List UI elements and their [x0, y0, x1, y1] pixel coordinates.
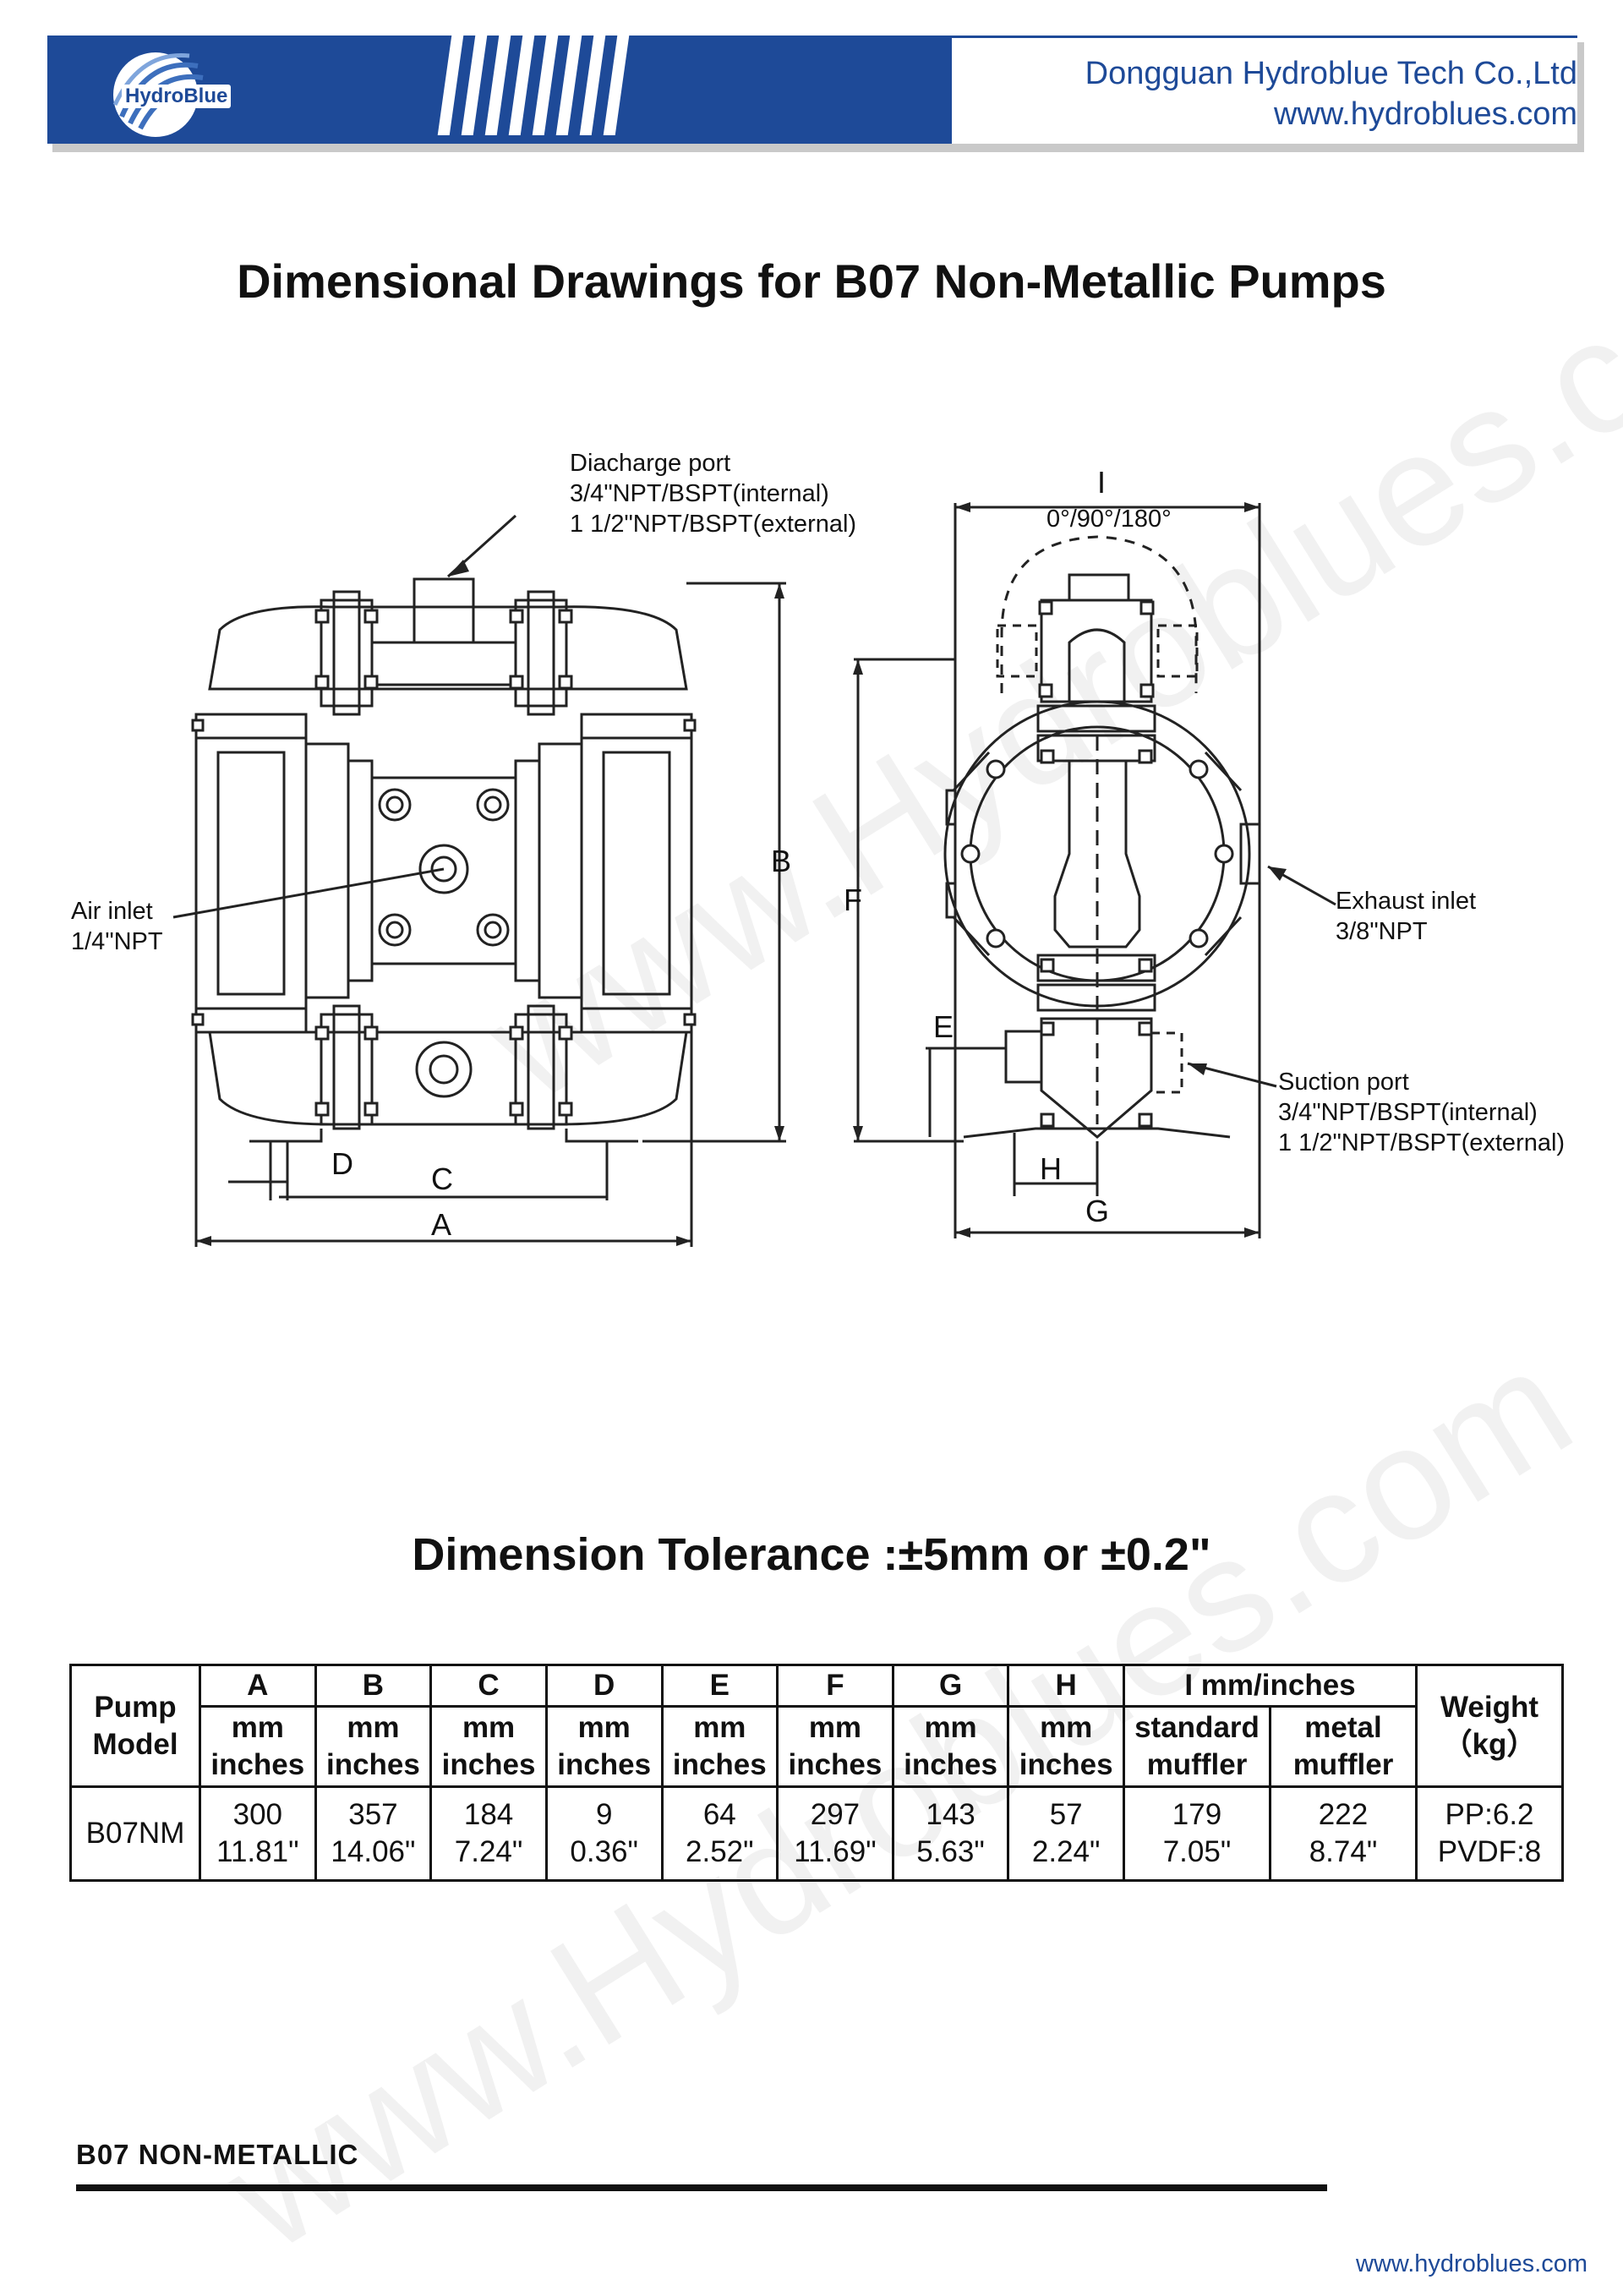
rotation-label: 0°/90°/180°: [1046, 506, 1172, 533]
dim-label-a: A: [431, 1207, 452, 1242]
dim-label-h: H: [1040, 1151, 1062, 1186]
col-header-i: I mm/inches: [1123, 1664, 1418, 1708]
discharge-port-label: Diacharge port 3/4"NPT/BSPT(internal) 1 …: [570, 450, 857, 538]
dim-label-g: G: [1085, 1194, 1110, 1228]
logo-text: HydroBlue: [122, 85, 232, 108]
footer-rule: [76, 2184, 1327, 2191]
model-cell: B07NM: [69, 1785, 201, 1882]
company-info: Dongguan Hydroblue Tech Co.,Ltd www.hydr…: [969, 53, 1577, 134]
dim-label-d: D: [331, 1146, 353, 1181]
footer-url[interactable]: www.hydroblues.com: [1356, 2250, 1587, 2277]
banner-blue-panel: HydroBlue: [47, 36, 952, 144]
col-header-g: G: [891, 1664, 1010, 1708]
dimensional-drawing: [172, 502, 1336, 1247]
exhaust-inlet-label: Exhaust inlet 3/8"NPT: [1336, 888, 1477, 945]
footer-label: B07 NON-METALLIC: [76, 2139, 359, 2170]
dim-label-e: E: [933, 1009, 954, 1044]
dim-label-b: B: [771, 844, 792, 878]
col-header-h: H: [1007, 1664, 1125, 1708]
weight-header: Weight（kg）: [1415, 1664, 1564, 1788]
dim-label-i: I: [1097, 465, 1107, 500]
col-header-a: A: [199, 1664, 317, 1708]
col-header-b: B: [314, 1664, 433, 1708]
dim-label-f: F: [844, 883, 862, 917]
header-banner: HydroBlue Dongguan Hydroblue Tech Co.,Lt…: [47, 36, 1584, 152]
page-title: Dimensional Drawings for B07 Non-Metalli…: [237, 254, 1386, 308]
suction-port-label: Suction port 3/4"NPT/BSPT(internal) 1 1/…: [1278, 1069, 1566, 1156]
col-header-c: C: [429, 1664, 548, 1708]
banner-white-panel: Dongguan Hydroblue Tech Co.,Ltd www.hydr…: [952, 36, 1577, 144]
dim-label-c: C: [431, 1162, 453, 1196]
tolerance-heading: Dimension Tolerance :±5mm or ±0.2": [412, 1529, 1211, 1580]
col-header-e: E: [660, 1664, 779, 1708]
company-url[interactable]: www.hydroblues.com: [1273, 96, 1577, 132]
col-header-d: D: [544, 1664, 664, 1708]
company-name: Dongguan Hydroblue Tech Co.,Ltd: [1085, 56, 1577, 91]
col-header-f: F: [776, 1664, 894, 1708]
air-inlet-label: Air inlet 1/4"NPT: [71, 898, 163, 955]
